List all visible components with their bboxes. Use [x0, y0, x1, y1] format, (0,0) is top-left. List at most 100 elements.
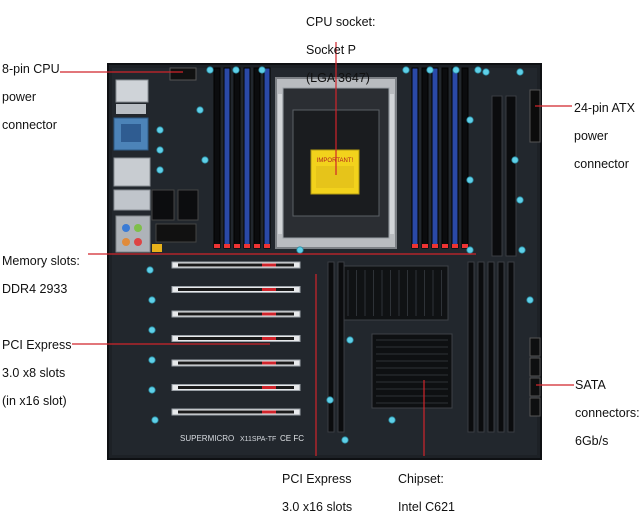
memory-slots-right [411, 67, 469, 249]
dimm-latch [452, 244, 458, 248]
callout-pcie-x8-line-1: PCI Express [2, 338, 72, 352]
dimm-slot-right [411, 67, 419, 249]
leader-lines [60, 42, 574, 456]
dimm-slot-left [253, 67, 261, 249]
capacitor [526, 296, 534, 304]
capacitor [452, 66, 460, 74]
capacitor [466, 246, 474, 254]
capacitor [426, 66, 434, 74]
vrm-block-1 [151, 189, 175, 221]
capacitor [156, 166, 164, 174]
model-text: X11SPA-TF [240, 436, 276, 443]
vrm-area [151, 189, 199, 252]
dimm-slot-left [233, 67, 241, 249]
callout-chipset-line-2: Intel C621 [398, 500, 455, 514]
atx-power-connector [529, 89, 541, 143]
callout-cpu-power-line-2: power [2, 90, 37, 104]
chipset-heatsink-body [371, 333, 453, 409]
capacitor [474, 66, 482, 74]
capacitor [148, 296, 156, 304]
socket-lever-right [390, 94, 394, 234]
pcie-slot-lock [262, 337, 276, 340]
sata-port-4 [529, 397, 541, 417]
callout-cpu-power: 8-pin CPU power connector [2, 48, 60, 146]
pcie-slot-lock [262, 386, 276, 389]
sata-port-2 [529, 357, 541, 377]
lower-slot [477, 261, 485, 433]
callout-pcie-x16: PCI Express 3.0 x16 slots [282, 458, 352, 528]
dimm-latch [254, 244, 260, 248]
io-audio-jack-2 [134, 224, 142, 232]
dimm-latch [224, 244, 230, 248]
dimm-latch [462, 244, 468, 248]
socket-lever-left [278, 94, 282, 234]
pcie-slot-groove [178, 263, 294, 267]
capacitor [346, 336, 354, 344]
callout-atx-power-line-2: power [574, 129, 609, 143]
pcie-slot-groove [178, 312, 294, 316]
callout-pcie-x8: PCI Express 3.0 x8 slots (in x16 slot) [2, 324, 71, 422]
dimm-slot-left [263, 67, 271, 249]
capacitor [518, 246, 526, 254]
dimm-latch [432, 244, 438, 248]
capacitor [148, 386, 156, 394]
callout-chipset-line-1: Chipset: [398, 472, 444, 486]
pcie-slot-groove [178, 361, 294, 365]
capacitor [148, 356, 156, 364]
io-lan-port-1 [113, 157, 151, 187]
callout-pcie-x8-line-3: (in x16 slot) [2, 394, 67, 408]
capacitor [196, 106, 204, 114]
io-serial-port [121, 124, 141, 142]
lower-slot [497, 261, 505, 433]
callout-atx-power-line-1: 24-pin ATX [574, 101, 635, 115]
rear-io-panel [113, 79, 151, 253]
dimm-slot-right [461, 67, 469, 249]
lower-slot [487, 261, 495, 433]
callout-pcie-x16-line-1: PCI Express [282, 472, 352, 486]
dimm-latch [234, 244, 240, 248]
lower-slot [467, 261, 475, 433]
capacitor [156, 146, 164, 154]
callout-cpu-power-line-3: connector [2, 118, 57, 132]
capacitor [466, 116, 474, 124]
chipset-heatsink [343, 265, 453, 409]
upper-right-slot [491, 95, 503, 257]
sata-port-1 [529, 337, 541, 357]
capacitors [146, 66, 534, 444]
capacitor [402, 66, 410, 74]
io-audio-jack-3 [122, 238, 130, 246]
pcie-slot-groove [178, 386, 294, 389]
pcie-slots [171, 261, 301, 416]
capacitor [482, 68, 490, 76]
pcie-slot-groove [178, 337, 294, 340]
capacitor [516, 196, 524, 204]
capacitor [232, 66, 240, 74]
callout-cpu-power-line-1: 8-pin CPU [2, 62, 60, 76]
dimm-slot-right [421, 67, 429, 249]
pcie-slot-lock [262, 263, 276, 267]
vrm-block-3 [155, 223, 197, 243]
dimm-slot-right [441, 67, 449, 249]
callout-atx-power-line-3: connector [574, 157, 629, 171]
dimm-latch [214, 244, 220, 248]
yellow-jumper [152, 244, 162, 252]
callout-chipset: Chipset: Intel C621 [398, 458, 455, 528]
callout-atx-power: 24-pin ATX power connector [574, 87, 635, 185]
lower-slot [337, 261, 345, 433]
dimm-slot-left [223, 67, 231, 249]
capacitor [511, 156, 519, 164]
dimm-slot-left [243, 67, 251, 249]
capacitor [388, 416, 396, 424]
sata-connectors [529, 337, 541, 417]
callout-pcie-x16-line-2: 3.0 x16 slots [282, 500, 353, 514]
callout-memory-line-2: DDR4 2933 [2, 282, 68, 296]
capacitor [148, 326, 156, 334]
important-sticker-title: IMPORTANT! [317, 158, 354, 164]
callout-memory-line-1: Memory slots: [2, 254, 80, 268]
lower-slot [327, 261, 335, 433]
io-audio-stack [115, 215, 151, 253]
vrm-block-2 [177, 189, 199, 221]
pcie-slot-lock [262, 312, 276, 316]
memory-slots-left [213, 67, 271, 249]
motherboard-illustration: IMPORTANT! SUPERMICRO X11SPA-TF CE FC [60, 42, 574, 460]
